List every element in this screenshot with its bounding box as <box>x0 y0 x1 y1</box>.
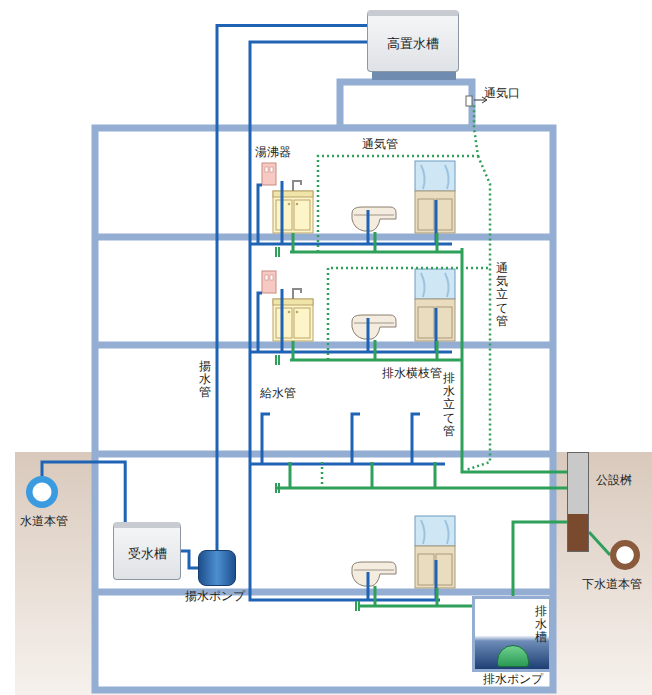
sewer-main: 下水道本管 <box>610 540 640 570</box>
pipe-label: 排水横枝管 <box>382 366 442 380</box>
penthouse <box>340 82 472 128</box>
node-label: 高置水槽 <box>387 36 439 52</box>
building-frame <box>95 128 553 690</box>
pipe-connector <box>589 532 610 555</box>
public-manhole: 公設桝 <box>567 452 589 552</box>
pipe-connector <box>181 551 198 568</box>
node-label: 水道本管 <box>20 514 68 528</box>
node-label: 下水道本管 <box>582 577 642 591</box>
pipe-connector <box>217 26 367 551</box>
vent-pipes <box>318 104 490 488</box>
part-label: 湯沸器 <box>255 145 291 159</box>
pipe-label: 排水立て管 <box>443 372 455 438</box>
node-label: 排水槽 <box>535 605 547 645</box>
drain-pit: 排水槽排水ポンプ <box>472 596 552 672</box>
node-label: 受水槽 <box>128 546 167 562</box>
drain-pipes <box>275 232 567 606</box>
tank-base <box>372 72 456 80</box>
water-main: 水道本管 <box>26 476 58 508</box>
supply-pipes <box>250 42 452 600</box>
node-label: 排水ポンプ <box>483 672 543 686</box>
pipe-label: 通気管 <box>362 137 398 151</box>
drain-pump: 排水ポンプ <box>497 645 529 667</box>
lift-pump: 揚水ポンプ <box>198 550 236 586</box>
node-label: 公設桝 <box>596 473 632 487</box>
pipe-label: 給水管 <box>260 386 296 400</box>
part-label: 通気口 <box>484 86 520 100</box>
floor-slabs <box>95 237 553 592</box>
vent-outlet <box>466 96 472 106</box>
elevated-tank: 高置水槽 <box>367 10 459 72</box>
pipe-label: 通気立て管 <box>496 262 508 328</box>
receiving-tank: 受水槽 <box>113 522 181 580</box>
pipe-label: 揚水管 <box>199 360 211 400</box>
cleanouts <box>276 247 359 611</box>
node-label: 揚水ポンプ <box>185 589 245 603</box>
